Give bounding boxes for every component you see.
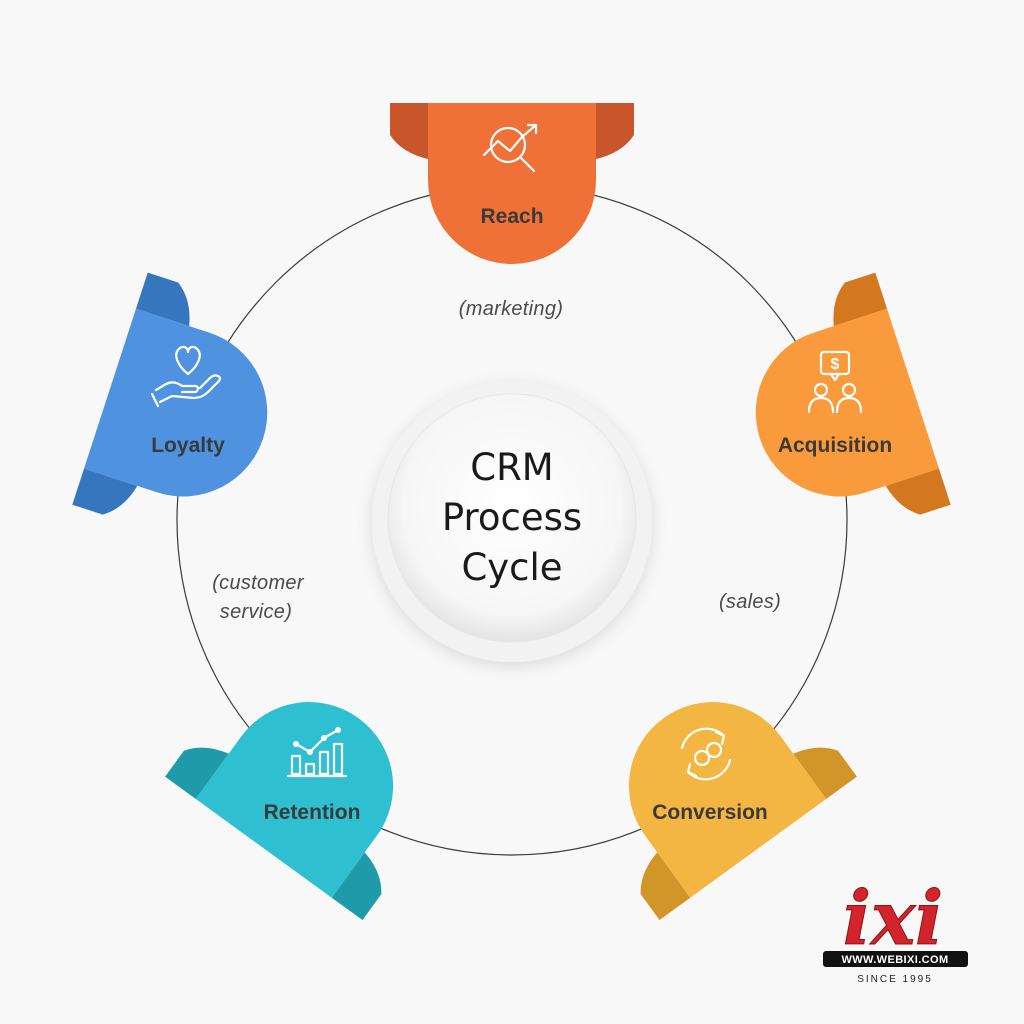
stage-label-reach: Reach: [480, 205, 543, 228]
ribbon-fold-left: [390, 103, 428, 159]
stage-label-conversion: Conversion: [652, 801, 768, 824]
phase-note-customer-service-1: (customer: [212, 572, 305, 594]
center-title-line-3: Cycle: [461, 546, 562, 589]
ribbon-fold-left: [72, 468, 138, 515]
cycle-convert-icon: [680, 727, 732, 781]
ribbon-fold-left: [833, 272, 888, 327]
stage-label-retention: Retention: [264, 801, 361, 824]
ribbon-fold-right: [596, 103, 634, 159]
growth-bar-chart-icon: [286, 727, 348, 778]
stage-loyalty: Loyalty: [72, 272, 268, 515]
ribbon-fold-right: [640, 852, 691, 921]
stage-shape: [628, 702, 827, 898]
phase-note-customer-service-2: service): [220, 601, 292, 623]
ribbon-fold-right: [165, 747, 229, 799]
stage-conversion: Conversion: [628, 702, 857, 921]
stage-shape: [428, 103, 596, 264]
center-disc: CRM Process Cycle: [372, 382, 652, 662]
svg-text:$: $: [831, 356, 840, 373]
logo-url: WWW.WEBIXI.COM: [841, 954, 948, 966]
stage-shape: [195, 702, 394, 898]
ribbon-fold-left: [793, 747, 857, 799]
chart-magnifier-icon: [482, 123, 538, 173]
customer-money-icon: $: [807, 350, 863, 414]
logo-since: SINCE 1995: [857, 974, 933, 985]
stage-label-acquisition: Acquisition: [778, 434, 892, 457]
ribbon-fold-right: [135, 272, 190, 327]
logo-mark: ixi: [843, 876, 943, 962]
stage-shape: [755, 308, 939, 497]
phase-note-marketing: (marketing): [459, 298, 563, 320]
stage-shape: [84, 308, 268, 497]
stage-label-loyalty: Loyalty: [151, 434, 225, 457]
phase-note-sales: (sales): [719, 591, 781, 613]
stage-retention: Retention: [165, 702, 394, 921]
center-title-line-1: CRM: [470, 446, 553, 489]
stage-acquisition: $ Acquisition: [755, 272, 951, 515]
ribbon-fold-right: [885, 468, 951, 515]
stage-reach: Reach: [390, 103, 634, 264]
webixi-logo: ixi WWW.WEBIXI.COM SINCE 1995: [823, 876, 968, 985]
ribbon-fold-left: [331, 852, 382, 921]
heart-hand-icon: [150, 345, 222, 408]
center-title-line-2: Process: [442, 496, 582, 539]
logo-url-bar: [823, 951, 968, 967]
